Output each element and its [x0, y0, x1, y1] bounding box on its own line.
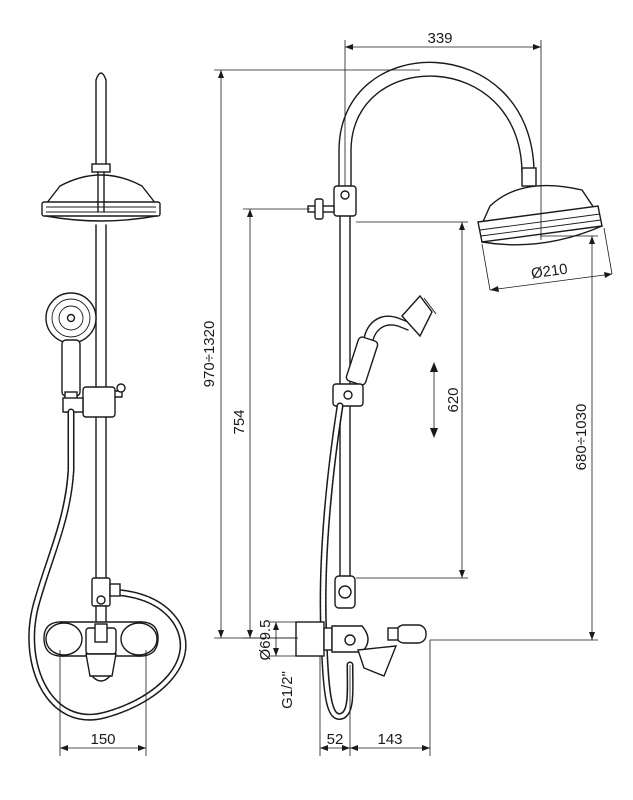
label-wall-offset: 52 [327, 731, 344, 748]
label-inlet-thread: G1/2" [279, 671, 296, 709]
side-view [214, 40, 613, 756]
dimension-total-height [214, 69, 420, 639]
dimension-rose-diameter [481, 227, 613, 292]
dimension-front-width [59, 650, 147, 756]
label-slider-height: 754 [231, 409, 248, 434]
shower-hose-side [319, 402, 354, 720]
shower-hose-front [28, 408, 187, 721]
label-flange-diameter: Ø69.5 [257, 620, 274, 661]
slider-bracket-front [62, 383, 126, 418]
handshower-side [332, 294, 437, 407]
label-rose-diameter: Ø210 [530, 261, 569, 283]
label-outlet-height: 680÷1030 [573, 404, 590, 471]
dimension-flange-diameter [270, 621, 298, 657]
dimension-outlet-height [430, 235, 598, 641]
shower-head-front [41, 174, 161, 222]
wall-bracket-upper [307, 185, 357, 220]
dimension-rose-reach [344, 40, 542, 240]
label-slide-range: 620 [445, 387, 462, 412]
dimension-slide-range [356, 221, 468, 579]
front-view [28, 72, 187, 756]
label-rose-reach: 339 [427, 30, 452, 47]
diverter-front [91, 577, 121, 629]
label-total-height: 970÷1320 [201, 321, 218, 388]
dimension-slider-height [243, 208, 310, 639]
diverter-side [334, 575, 356, 609]
mixer-body-side [295, 621, 427, 677]
dimension-offsets [319, 640, 431, 756]
mixer-body-front [43, 621, 159, 682]
gooseneck-arm [338, 61, 537, 191]
label-front-width: 150 [90, 731, 115, 748]
label-spout-projection: 143 [377, 731, 402, 748]
